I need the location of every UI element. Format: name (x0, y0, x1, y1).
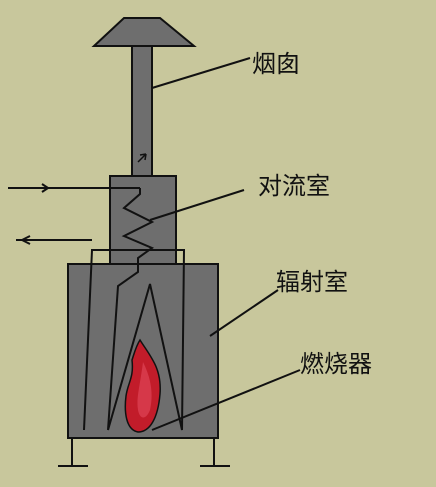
radiant-coil (83, 249, 186, 431)
label-chimney: 烟囱 (252, 50, 300, 78)
leader-line-radiant (209, 289, 279, 337)
label-radiant: 辐射室 (276, 268, 348, 296)
leader-line-convection (149, 189, 245, 221)
burner-flame (124, 338, 161, 433)
convection-coil (121, 188, 155, 264)
furnace-legs (58, 438, 230, 467)
process-inlet-line (8, 183, 140, 193)
leader-line-burner (151, 369, 301, 431)
process-outlet-line (16, 235, 92, 245)
label-burner: 燃烧器 (300, 350, 372, 378)
chimney-pipe (131, 45, 153, 177)
label-convection: 对流室 (258, 172, 330, 200)
leader-line-chimney (151, 57, 251, 89)
chimney-cap (91, 17, 197, 47)
flue-flow-arrow (137, 153, 147, 163)
